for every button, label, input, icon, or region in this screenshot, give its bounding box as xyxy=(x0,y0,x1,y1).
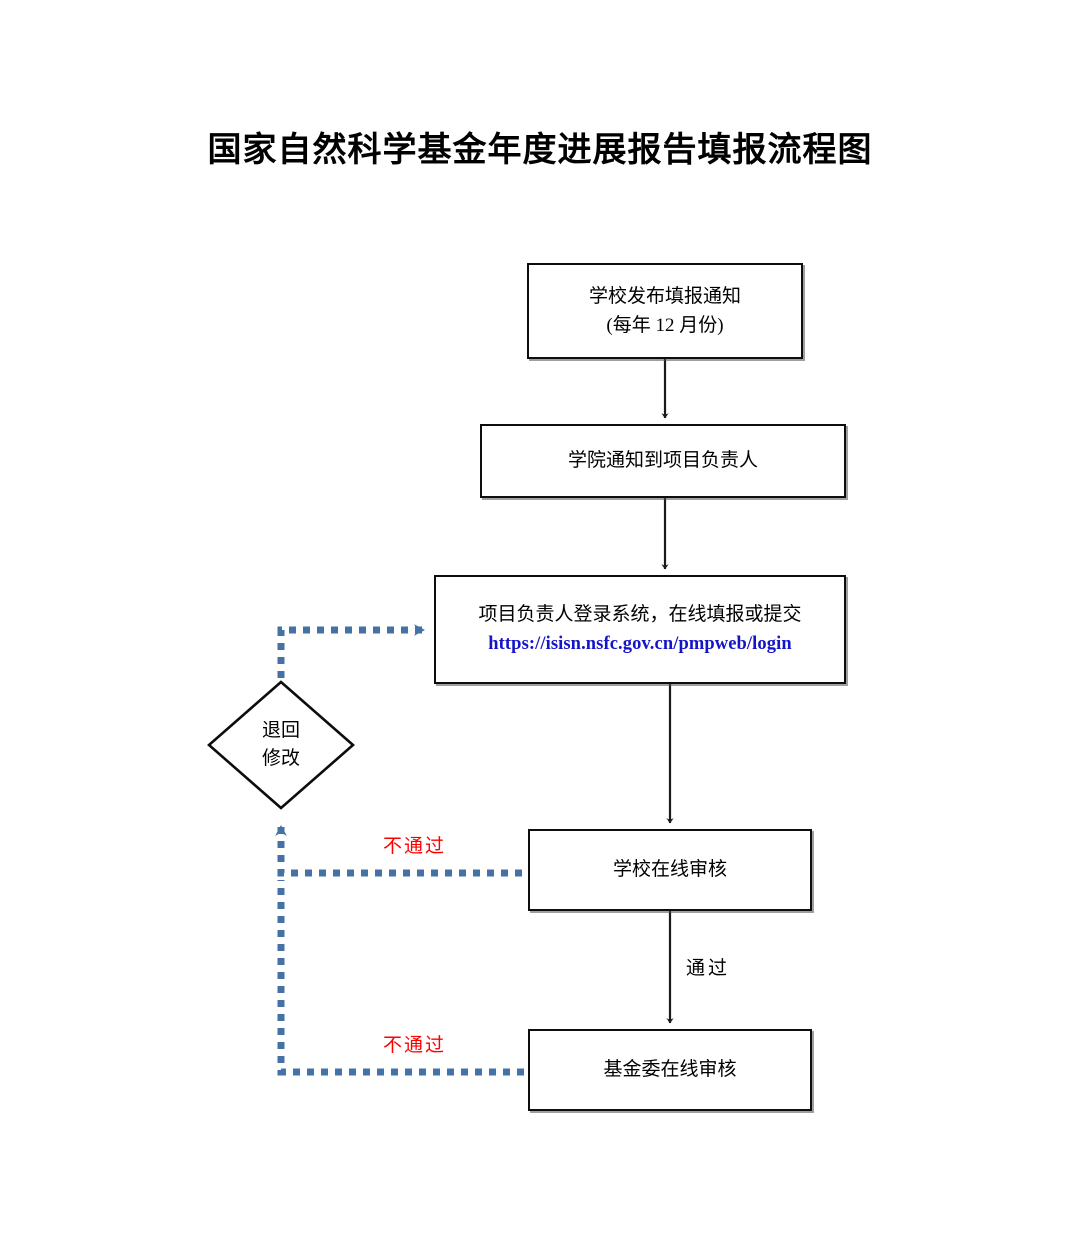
node-college-notifies-pi[interactable]: 学院通知到项目负责人 xyxy=(480,424,846,498)
node-pi-login-and-submit[interactable]: 项目负责人登录系统，在线填报或提交 https://isisn.nsfc.gov… xyxy=(434,575,846,684)
node-return-line1: 退回 xyxy=(261,719,300,741)
node-school-online-review[interactable]: 学校在线审核 xyxy=(528,829,812,911)
edge-label-nsfc-review-reject: 不通过 xyxy=(383,1035,447,1056)
node-nsfc-review-line1: 基金委在线审核 xyxy=(603,1059,737,1081)
diamond-label: 退回 修改 xyxy=(207,680,355,810)
node-return-for-modification[interactable]: 退回 修改 xyxy=(207,680,355,810)
edge-label-school-review-pass: 通过 xyxy=(686,958,731,979)
node-return-line2: 修改 xyxy=(261,748,300,769)
node-login-line1: 项目负责人登录系统，在线填报或提交 xyxy=(478,604,802,626)
diamond-shape xyxy=(207,680,355,810)
node-school-publishes-notice[interactable]: 学校发布填报通知 (每年 12 月份) xyxy=(527,263,803,359)
node-school-review-line1: 学校在线审核 xyxy=(612,859,727,881)
edge-label-school-review-reject: 不通过 xyxy=(383,836,447,857)
node-college-line1: 学院通知到项目负责人 xyxy=(567,450,758,472)
node-notice-line1: 学校发布填报通知 xyxy=(588,285,741,307)
page-title: 国家自然科学基金年度进展报告填报流程图 xyxy=(207,132,873,169)
node-notice-line2: (每年 12 月份) xyxy=(606,315,724,336)
nsfc-login-url-link[interactable]: https://isisn.nsfc.gov.cn/pmpweb/login xyxy=(488,633,792,654)
edge-return-to-login xyxy=(277,624,425,678)
node-nsfc-online-review[interactable]: 基金委在线审核 xyxy=(528,1029,812,1111)
